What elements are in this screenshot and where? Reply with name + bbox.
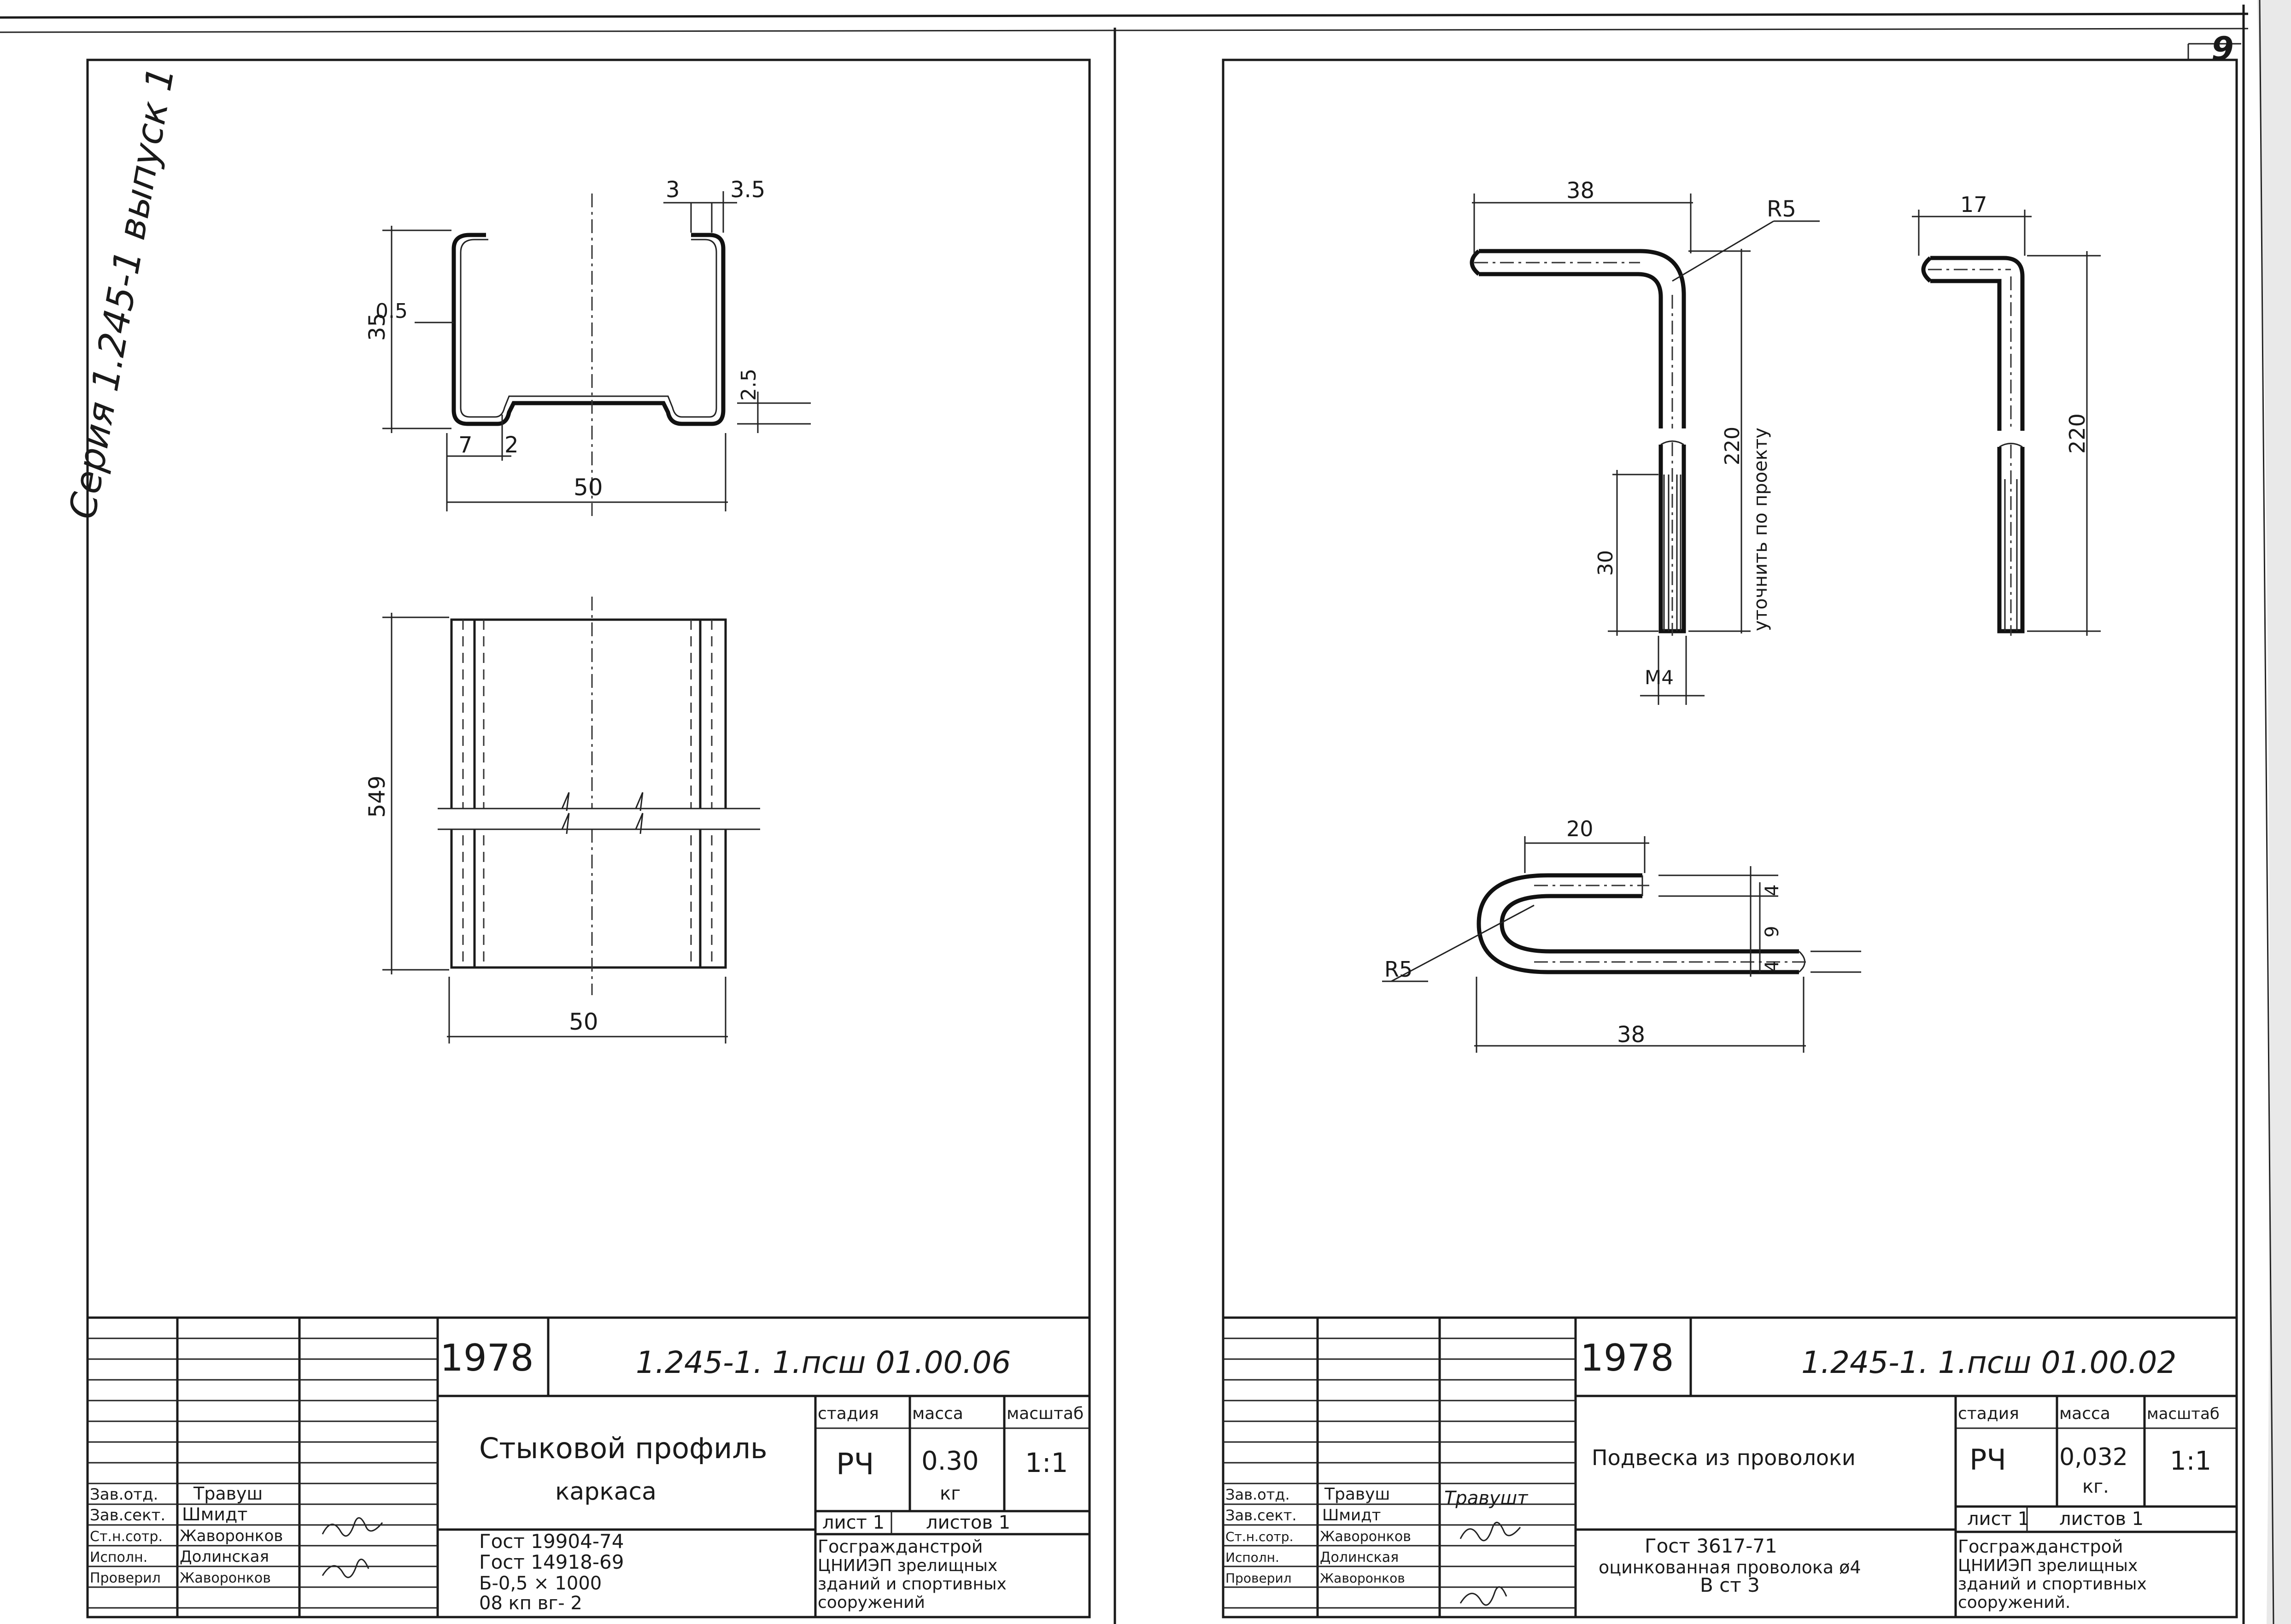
dim-3-5: 3.5 [730,177,765,203]
left-org-4: сооружений [818,1593,925,1612]
right-sheets: листов 1 [2059,1508,2144,1530]
right-gost-1: Гост 3617-71 [1645,1535,1777,1557]
dim-549: 549 [364,775,390,818]
right-gost-3: В ст 3 [1700,1574,1760,1596]
right-role-4: Проверил [1225,1571,1292,1586]
right-sheet: лист 1 [1967,1508,2029,1530]
right-signature-travush: Травушт [1444,1488,1529,1509]
dim-50-top: 50 [574,474,603,501]
right-org-1: Госгражданстрой [1958,1536,2123,1557]
page-number: 9 [2211,30,2234,68]
right-title-line1: Подвеска из проволоки [1592,1445,1856,1470]
right-stage: РЧ [1969,1443,2006,1477]
hanger-dim-30: 30 [1594,550,1617,576]
loop-dim-38: 38 [1617,1022,1645,1048]
left-stage-head: стадия [818,1404,879,1423]
right-scale: 1:1 [2170,1446,2211,1476]
left-mass-head: масса [912,1404,963,1423]
loop-dim-9: 9 [1762,926,1783,938]
hanger-m4: М4 [1645,666,1674,689]
profile-plan-drawing [382,597,765,1044]
loop-r5: R5 [1384,957,1412,982]
left-scale-head: масштаб [1007,1404,1084,1423]
loop-dim-4a: 4 [1762,885,1783,896]
right-name-0: Травуш [1324,1485,1390,1504]
right-role-2: Ст.н.сотр. [1225,1529,1293,1544]
right-name-2: Жаворонков [1320,1529,1411,1545]
hanger-side-drawing [1912,210,2101,636]
left-gost-4: 08 кп вг- 2 [479,1593,582,1614]
left-title-line1: Стыковой профиль [479,1431,768,1465]
dim-0-5: 0.5 [375,299,408,323]
left-gost-3: Б-0,5 × 1000 [479,1573,602,1594]
left-gost-1: Гост 19904-74 [479,1530,624,1553]
left-role-4: Проверил [90,1570,161,1586]
loop-dim-4b: 4 [1762,961,1783,972]
dim-3: 3 [666,177,680,203]
hanger-r5: R5 [1767,196,1796,222]
left-mass-unit: кг [940,1483,961,1504]
left-scale: 1:1 [1025,1447,1068,1478]
right-doc-code: 1.245-1. 1.псш 01.00.02 [1801,1345,2176,1380]
profile-section-drawing [382,191,811,516]
dim-35: 35 [364,313,390,341]
left-signatures [322,1517,383,1578]
left-org-1: Госгражданстрой [818,1536,983,1557]
left-gost-2: Гост 14918-69 [479,1551,624,1573]
left-org-2: ЦНИИЭП зрелищных [818,1556,997,1575]
left-doc-code: 1.245-1. 1.псш 01.00.06 [636,1345,1011,1380]
left-name-3: Долинская [180,1548,269,1566]
right-scale-head: масштаб [2147,1405,2220,1423]
left-name-2: Жаворонков [180,1527,283,1545]
right-mass-head: масса [2059,1404,2110,1423]
page-borders [0,5,2249,1624]
left-name-0: Травуш [193,1483,263,1504]
hanger-note: уточнить по проекту [1750,428,1771,631]
left-title-line2: каркаса [555,1478,656,1506]
left-role-3: Исполн. [90,1549,147,1565]
left-sheets: листов 1 [926,1512,1010,1533]
right-name-1: Шмидт [1322,1506,1381,1524]
right-name-3: Долинская [1320,1549,1399,1565]
hanger-drawing [1470,193,1820,705]
left-org-3: зданий и спортивных [818,1575,1007,1594]
right-org-3: зданий и спортивных [1958,1575,2147,1594]
left-role-0: Зав.отд. [90,1485,158,1504]
left-role-1: Зав.сект. [90,1506,165,1524]
right-year: 1978 [1580,1337,1674,1379]
right-stage-head: стадия [1958,1404,2019,1423]
left-mass: 0.30 [921,1446,979,1476]
hanger-side-dim-220: 220 [2065,413,2090,454]
right-gost-2: оцинкованная проволока ø4 [1599,1557,1861,1577]
left-stage: РЧ [836,1448,874,1482]
edge-scan-artifacts [2257,0,2291,1624]
right-org-4: сооружений. [1958,1593,2070,1612]
dim-2: 2 [504,432,519,458]
right-mass: 0,032 [2059,1443,2128,1471]
right-mass-unit: кг. [2082,1476,2109,1497]
right-role-1: Зав.сект. [1225,1507,1297,1524]
right-org-2: ЦНИИЭП зрелищных [1958,1556,2138,1575]
hanger-dim-38: 38 [1566,178,1594,204]
left-name-4: Жаворонков [180,1570,271,1586]
right-role-3: Исполн. [1225,1550,1279,1565]
left-year: 1978 [440,1337,534,1379]
left-role-2: Ст.н.сотр. [90,1529,163,1545]
left-name-1: Шмидт [182,1504,247,1524]
hanger-side-dim-17: 17 [1960,192,1987,217]
dim-2-5: 2.5 [737,369,761,401]
left-sheet: лист 1 [822,1512,885,1533]
dim-7: 7 [458,432,473,458]
hanger-dim-220: 220 [1721,427,1744,465]
series-note: Серия 1.245-1 выпуск 1 [61,64,182,522]
loop-dim-20: 20 [1566,816,1594,841]
right-signatures [1459,1522,1521,1606]
u-loop-drawing [1382,836,1861,1053]
left-title-block-grid [88,1316,1090,1617]
right-name-4: Жаворонков [1320,1571,1405,1586]
dim-50-bottom: 50 [569,1008,598,1035]
right-title-block-grid [1223,1316,2237,1617]
right-role-0: Зав.отд. [1225,1486,1290,1503]
